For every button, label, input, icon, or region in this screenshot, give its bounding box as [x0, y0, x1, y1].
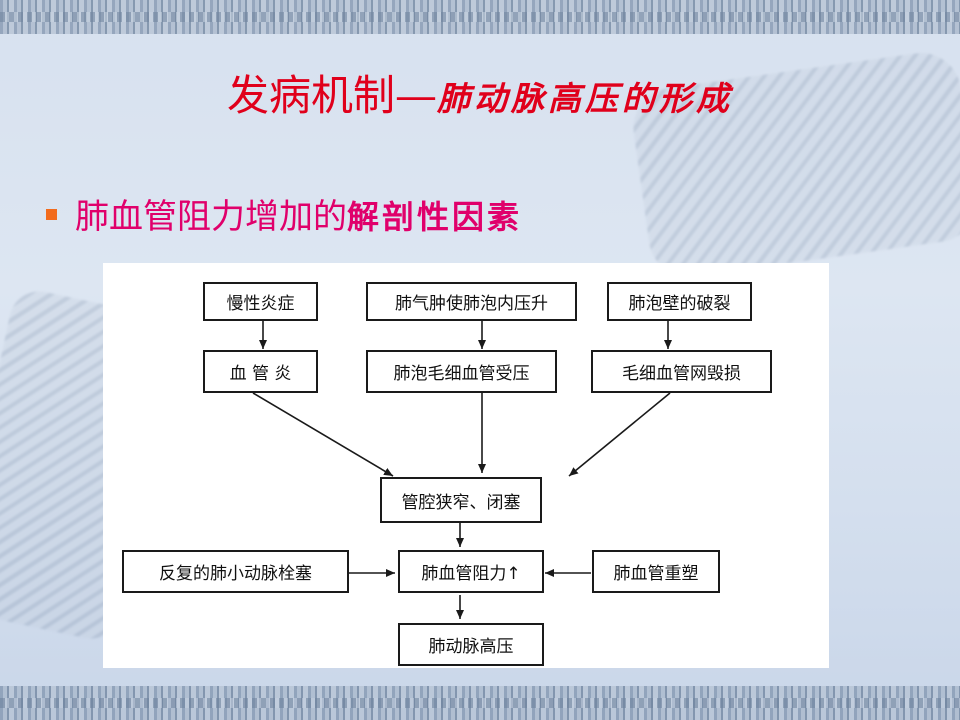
bullet-lead: 肺血管阻力增加的 — [75, 196, 347, 237]
arrow-vasculitis-narrowing — [252, 392, 394, 477]
node-pulmonary-hypertension: 肺动脉高压 — [398, 623, 544, 666]
bullet-text: 肺血管阻力增加的解剖性因素 — [75, 189, 522, 238]
node-capillary-compressed: 肺泡毛细血管受压 — [366, 350, 557, 393]
title-main: 发病机制— — [226, 71, 437, 120]
decorative-top-band — [0, 0, 960, 34]
decorative-bottom-band — [0, 686, 960, 720]
bullet-item: 肺血管阻力增加的解剖性因素 — [46, 189, 522, 238]
slide-title: 发病机制—肺动脉高压的形成 — [0, 62, 960, 123]
bullet-emphasis: 解剖性因素 — [347, 197, 523, 236]
bullet-square-icon — [46, 208, 57, 220]
node-vasculitis: 血 管 炎 — [203, 350, 318, 393]
flowchart: 慢性炎症 肺气肿使肺泡内压升 肺泡壁的破裂 血 管 炎 肺泡毛细血管受压 毛细血… — [103, 263, 829, 668]
node-emphysema-pressure: 肺气肿使肺泡内压升 — [366, 282, 577, 321]
node-vascular-resistance: 肺血管阻力↑ — [398, 550, 544, 593]
node-recurrent-embolism: 反复的肺小动脉栓塞 — [122, 550, 349, 593]
arrow-destroyed-narrowing — [568, 392, 671, 477]
node-lumen-narrowing: 管腔狭窄、闭塞 — [380, 477, 542, 523]
title-sub: 肺动脉高压的形成 — [437, 79, 733, 118]
flowchart-arrows — [252, 320, 672, 619]
node-vascular-remodeling: 肺血管重塑 — [592, 550, 720, 593]
node-capillary-network-destroyed: 毛细血管网毁损 — [591, 350, 772, 393]
node-alveolar-wall-rupture: 肺泡壁的破裂 — [607, 282, 752, 321]
node-chronic-inflammation: 慢性炎症 — [203, 282, 318, 321]
